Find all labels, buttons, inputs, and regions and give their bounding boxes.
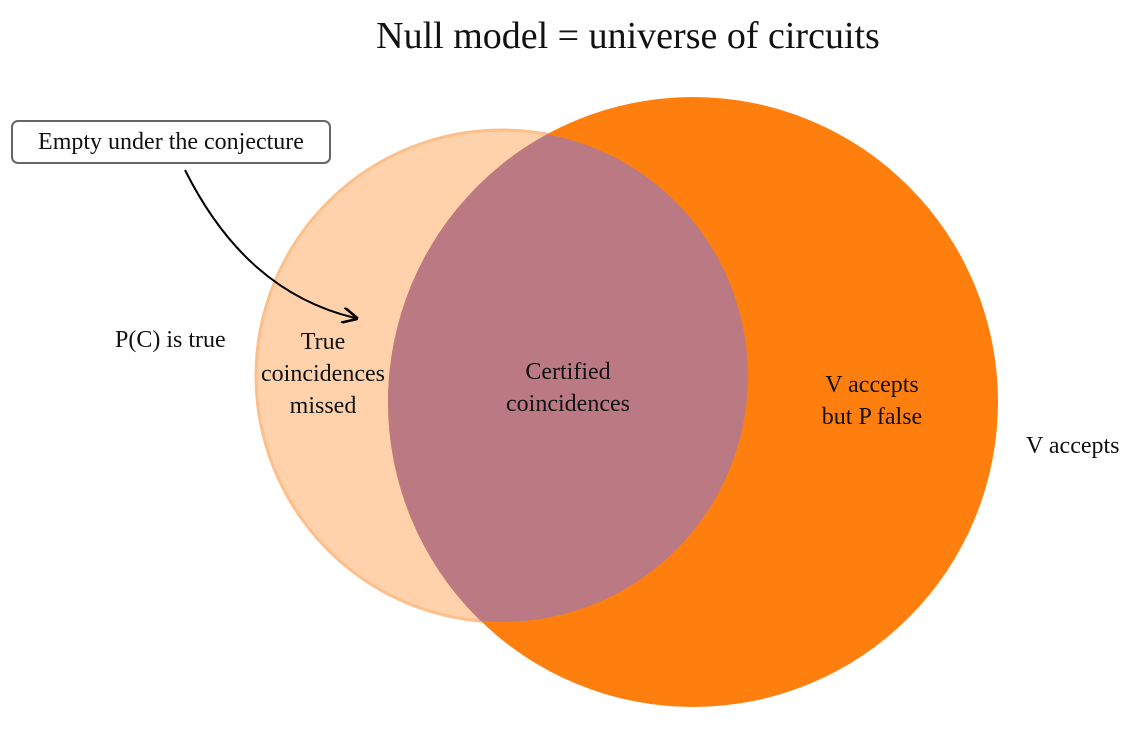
left-set-label: P(C) is true xyxy=(115,327,226,353)
left-only-region-label: True coincidences missed xyxy=(243,326,403,422)
intersection-region xyxy=(388,130,748,622)
right-only-region-label: V accepts but P false xyxy=(792,369,952,433)
region-text: missed xyxy=(289,393,357,419)
region-text: coincidences xyxy=(506,391,630,417)
intersection-region-label: Certified coincidences xyxy=(478,356,658,420)
region-text: coincidences xyxy=(261,361,385,387)
right-set-label: V accepts xyxy=(1026,433,1120,459)
region-text: Certified xyxy=(525,359,611,385)
region-text: True xyxy=(300,329,346,355)
callout-arrow xyxy=(184,169,355,318)
callout-box: Empty under the conjecture xyxy=(11,120,331,164)
region-text: V accepts xyxy=(825,372,919,398)
region-text: but P false xyxy=(821,404,923,430)
diagram-title: Null model = universe of circuits xyxy=(376,15,880,57)
